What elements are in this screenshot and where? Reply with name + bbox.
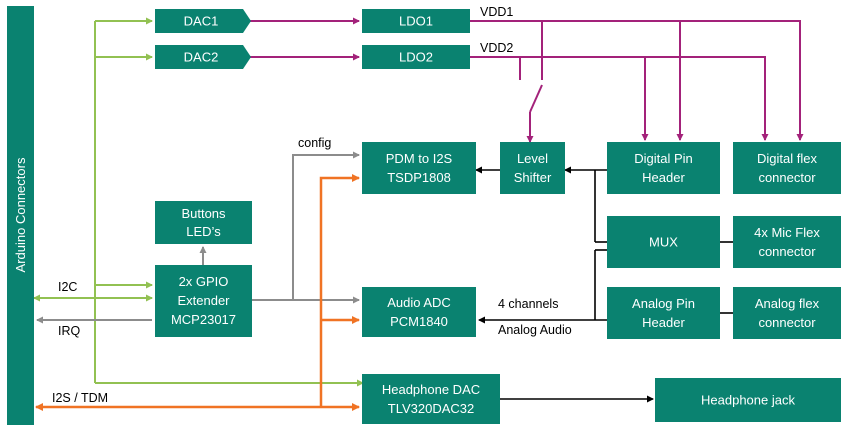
arduino-connectors-label: Arduino Connectors <box>13 157 28 272</box>
digital-pin-header-line2: Header <box>642 170 685 185</box>
level-shifter-line2: Shifter <box>514 170 552 185</box>
ldo1-label: LDO1 <box>399 14 433 29</box>
headphone-dac-line2: TLV320DAC32 <box>388 401 474 416</box>
vdd2-rail <box>470 56 769 141</box>
orange-audio-lines <box>35 174 360 411</box>
digital-flex-connector-block: Digital flex connector <box>733 142 841 194</box>
buttons-leds-line1: Buttons <box>181 206 226 221</box>
line-labels: VDD1 VDD2 config I2C IRQ I2S / TDM 4 cha… <box>52 5 572 405</box>
i2c-label: I2C <box>58 280 77 294</box>
buttons-leds-line2: LED’s <box>186 224 221 239</box>
digital-flex-line2: connector <box>758 170 816 185</box>
gpio-extender-block: 2x GPIO Extender MCP23017 <box>155 265 252 337</box>
analog-flex-line1: Analog flex <box>755 296 820 311</box>
mic-flex-connector-block: 4x Mic Flex connector <box>733 216 841 268</box>
black-signal-lines <box>475 166 733 403</box>
blocks: Arduino Connectors DAC1 DAC2 LDO1 LDO2 P… <box>7 6 841 425</box>
vdd1-label: VDD1 <box>480 5 513 19</box>
ldo1-block: LDO1 <box>362 9 470 33</box>
gpio-extender-line1: 2x GPIO <box>179 274 229 289</box>
gpio-extender-line3: MCP23017 <box>171 312 236 327</box>
headphone-jack-label: Headphone jack <box>701 393 795 408</box>
config-label: config <box>298 136 331 150</box>
vdd2-label: VDD2 <box>480 41 513 55</box>
mux-label: MUX <box>649 235 678 250</box>
analog-pin-header-line2: Header <box>642 315 685 330</box>
analog-audio-label: Analog Audio <box>498 323 572 337</box>
four-channels-label: 4 channels <box>498 297 558 311</box>
vdd1-rail <box>470 20 804 141</box>
audio-adc-line2: PCM1840 <box>390 314 448 329</box>
dac2-block: DAC2 <box>155 45 251 69</box>
digital-pin-header-line1: Digital Pin <box>634 151 693 166</box>
orange-to-pdm <box>319 174 360 407</box>
switch-blade <box>529 84 543 113</box>
irq-label: IRQ <box>58 324 81 338</box>
dac1-label: DAC1 <box>184 14 219 29</box>
analog-flex-line2: connector <box>758 315 816 330</box>
dac1-block: DAC1 <box>155 9 251 33</box>
buttons-leds-block: Buttons LED’s <box>155 201 252 244</box>
level-shifter-line1: Level <box>517 151 548 166</box>
ldo2-block: LDO2 <box>362 45 470 69</box>
headphone-jack-block: Headphone jack <box>655 378 841 422</box>
purple-power-lines <box>250 17 804 143</box>
audio-adc-block: Audio ADC PCM1840 <box>362 287 476 337</box>
analog-pin-header-line1: Analog Pin <box>632 296 695 311</box>
digital-flex-line1: Digital flex <box>757 151 817 166</box>
arduino-connectors-block: Arduino Connectors <box>7 6 34 425</box>
level-shifter-block: Level Shifter <box>500 142 565 194</box>
gray-config-lines <box>36 151 360 324</box>
ldo2-label: LDO2 <box>399 50 433 65</box>
green-control-lines <box>33 17 364 387</box>
mic-flex-line1: 4x Mic Flex <box>754 225 820 240</box>
audio-adc-line1: Audio ADC <box>387 295 451 310</box>
mux-block: MUX <box>607 216 720 268</box>
analog-flex-connector-block: Analog flex connector <box>733 287 841 339</box>
mic-flex-line2: connector <box>758 244 816 259</box>
analog-pin-header-block: Analog Pin Header <box>607 287 720 339</box>
pdm-to-i2s-line1: PDM to I2S <box>386 151 453 166</box>
pdm-to-i2s-block: PDM to I2S TSDP1808 <box>362 142 476 194</box>
i2s-tdm-label: I2S / TDM <box>52 391 108 405</box>
headphone-dac-block: Headphone DAC TLV320DAC32 <box>362 374 500 424</box>
pdm-to-i2s-line2: TSDP1808 <box>387 170 451 185</box>
gpio-extender-line2: Extender <box>177 293 230 308</box>
dac2-label: DAC2 <box>184 50 219 65</box>
digital-pin-header-block: Digital Pin Header <box>607 142 720 194</box>
headphone-dac-line1: Headphone DAC <box>382 382 480 397</box>
